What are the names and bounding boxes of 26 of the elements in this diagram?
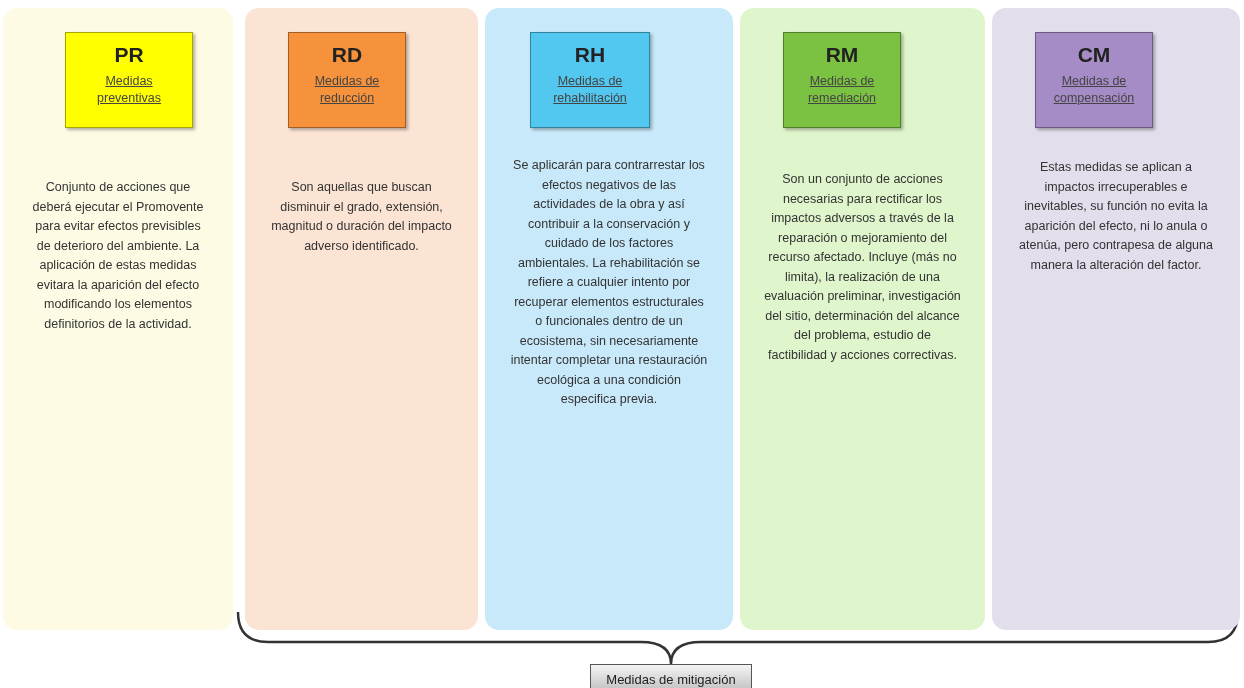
category-panel <box>245 8 478 630</box>
summary-box: Medidas de mitigación <box>590 664 752 688</box>
category-panel <box>3 8 233 630</box>
header-subtitle: Medidas de reducción <box>313 73 381 107</box>
category-header-box <box>288 32 406 128</box>
category-header-box <box>530 32 650 128</box>
category-panel <box>740 8 985 630</box>
header-abbreviation: CM <box>1076 43 1112 67</box>
description-text: Conjunto de acciones que deberá ejecutar el Promovente para evitar efectos previsibles de deterioro del ambiente. La aplicación de estas medidas evitara la aparición del efecto modificando los elementos definitorios de la actividad. <box>31 179 205 333</box>
description-text: Estas medidas se aplican a impactos irrecuperables e inevitables, su función no evita la aparición del efecto, ni lo anula o atenúa, pero contrapesa de alguna manera la alteración del factor. <box>1018 159 1214 274</box>
category-header-box <box>783 32 901 128</box>
header-abbreviation: PR <box>113 43 145 67</box>
header-abbreviation: RH <box>573 43 607 67</box>
header-abbreviation: RD <box>330 43 364 67</box>
header-subtitle: Medidas de rehabilitación <box>552 73 628 107</box>
header-subtitle: Medidas de compensación <box>1052 73 1136 107</box>
description-text: Son un conjunto de acciones necesarias para rectificar los impactos adversos a través de la reparación o mejoramiento del recurso afectado. Incluye (más no limita), la realización de una evaluación preliminar, investigación del sitio, determinación del alcance del problema, estudio de factibilidad y acciones correctivas. <box>764 171 961 364</box>
category-header-box <box>65 32 193 128</box>
header-abbreviation: RM <box>824 43 860 67</box>
description-text: Son aquellas que buscan disminuir el grado, extensión, magnitud o duración del impacto adverso identificado. <box>270 179 453 255</box>
category-panel <box>485 8 733 630</box>
description-text: Se aplicarán para contrarrestar los efectos negativos de las actividades de la obra y así contribuir a la conservación y cuidado de los factores ambientales. La rehabilitación se refiere a cualquier intento por recuperar elementos estructurales o funcionales dentro de un ecosistema, sin necesariamente intentar completar una restauración ecológica a una condición especifica previa. <box>509 157 709 408</box>
category-header-box <box>1035 32 1153 128</box>
header-subtitle: Medidas de remediación <box>806 73 878 107</box>
header-subtitle: Medidas preventivas <box>96 73 162 107</box>
category-panel <box>992 8 1240 630</box>
